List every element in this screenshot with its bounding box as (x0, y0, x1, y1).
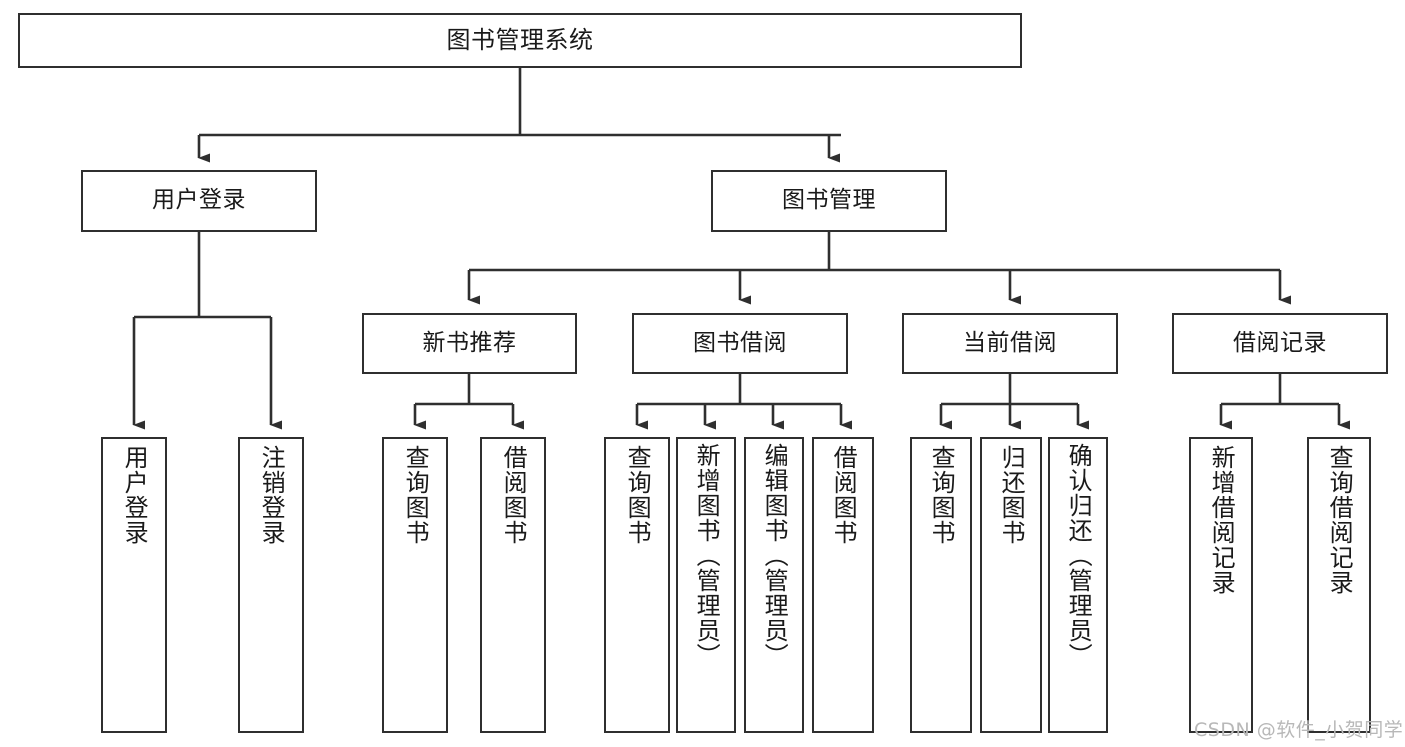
leaf-node-user-login[interactable]: 用户登录 (101, 437, 167, 733)
node-new-book-recommend[interactable]: 新书推荐 (362, 313, 577, 374)
leaf-node-confirm-return-admin[interactable]: 确认归还（管理员） (1048, 437, 1108, 733)
node-label: 查询借阅记录 (1325, 445, 1354, 595)
leaf-node-borrow-book-recommend[interactable]: 借阅图书 (480, 437, 546, 733)
node-label: 图书借阅 (693, 329, 787, 356)
node-label: 图书管理系统 (446, 26, 594, 55)
leaf-node-edit-book-admin[interactable]: 编辑图书（管理员） (744, 437, 804, 733)
node-label: 归还图书 (997, 445, 1026, 545)
node-current-borrow[interactable]: 当前借阅 (902, 313, 1118, 374)
node-label: 借阅图书 (499, 445, 528, 545)
edge-borrowrecord-to-leaves (1219, 374, 1350, 430)
leaf-node-borrow-book[interactable]: 借阅图书 (812, 437, 874, 733)
leaf-node-query-book-borrow[interactable]: 查询图书 (604, 437, 670, 733)
node-book-borrow[interactable]: 图书借阅 (632, 313, 848, 374)
node-label: 新增借阅记录 (1207, 445, 1236, 595)
node-user-login[interactable]: 用户登录 (81, 170, 317, 232)
edge-bookmanage-to-level3 (467, 232, 1291, 305)
leaf-node-query-book-current[interactable]: 查询图书 (910, 437, 972, 733)
node-label: 确认归还（管理员） (1064, 443, 1093, 668)
node-root-book-management-system[interactable]: 图书管理系统 (18, 13, 1022, 68)
edge-userlogin-to-leaves (132, 232, 282, 430)
leaf-node-add-borrow-record[interactable]: 新增借阅记录 (1189, 437, 1253, 733)
node-label: 新书推荐 (422, 329, 517, 356)
node-label: 借阅记录 (1233, 329, 1327, 356)
leaf-node-query-book-recommend[interactable]: 查询图书 (382, 437, 448, 733)
node-label: 图书管理 (782, 187, 876, 214)
edge-root-to-level2 (197, 68, 841, 163)
node-borrow-record[interactable]: 借阅记录 (1172, 313, 1388, 374)
node-label: 查询图书 (927, 445, 956, 545)
edge-currentborrow-to-leaves (939, 374, 1089, 430)
node-label: 用户登录 (152, 187, 246, 214)
node-label: 编辑图书（管理员） (760, 443, 789, 668)
csdn-watermark: CSDN @软件_小贺同学 (1194, 719, 1404, 741)
node-label: 新增图书（管理员） (692, 443, 721, 668)
node-label: 借阅图书 (829, 445, 858, 545)
edge-bookborrow-to-leaves (635, 374, 852, 430)
node-label: 用户登录 (120, 445, 149, 545)
node-label: 注销登录 (257, 445, 286, 545)
node-label: 查询图书 (623, 445, 652, 545)
edge-newbook-to-leaves (413, 374, 524, 430)
leaf-node-query-borrow-record[interactable]: 查询借阅记录 (1307, 437, 1371, 733)
node-label: 查询图书 (401, 445, 430, 545)
leaf-node-logout-login[interactable]: 注销登录 (238, 437, 304, 733)
leaf-node-return-book[interactable]: 归还图书 (980, 437, 1042, 733)
node-label: 当前借阅 (963, 329, 1057, 356)
leaf-node-add-book-admin[interactable]: 新增图书（管理员） (676, 437, 736, 733)
node-book-management[interactable]: 图书管理 (711, 170, 947, 232)
